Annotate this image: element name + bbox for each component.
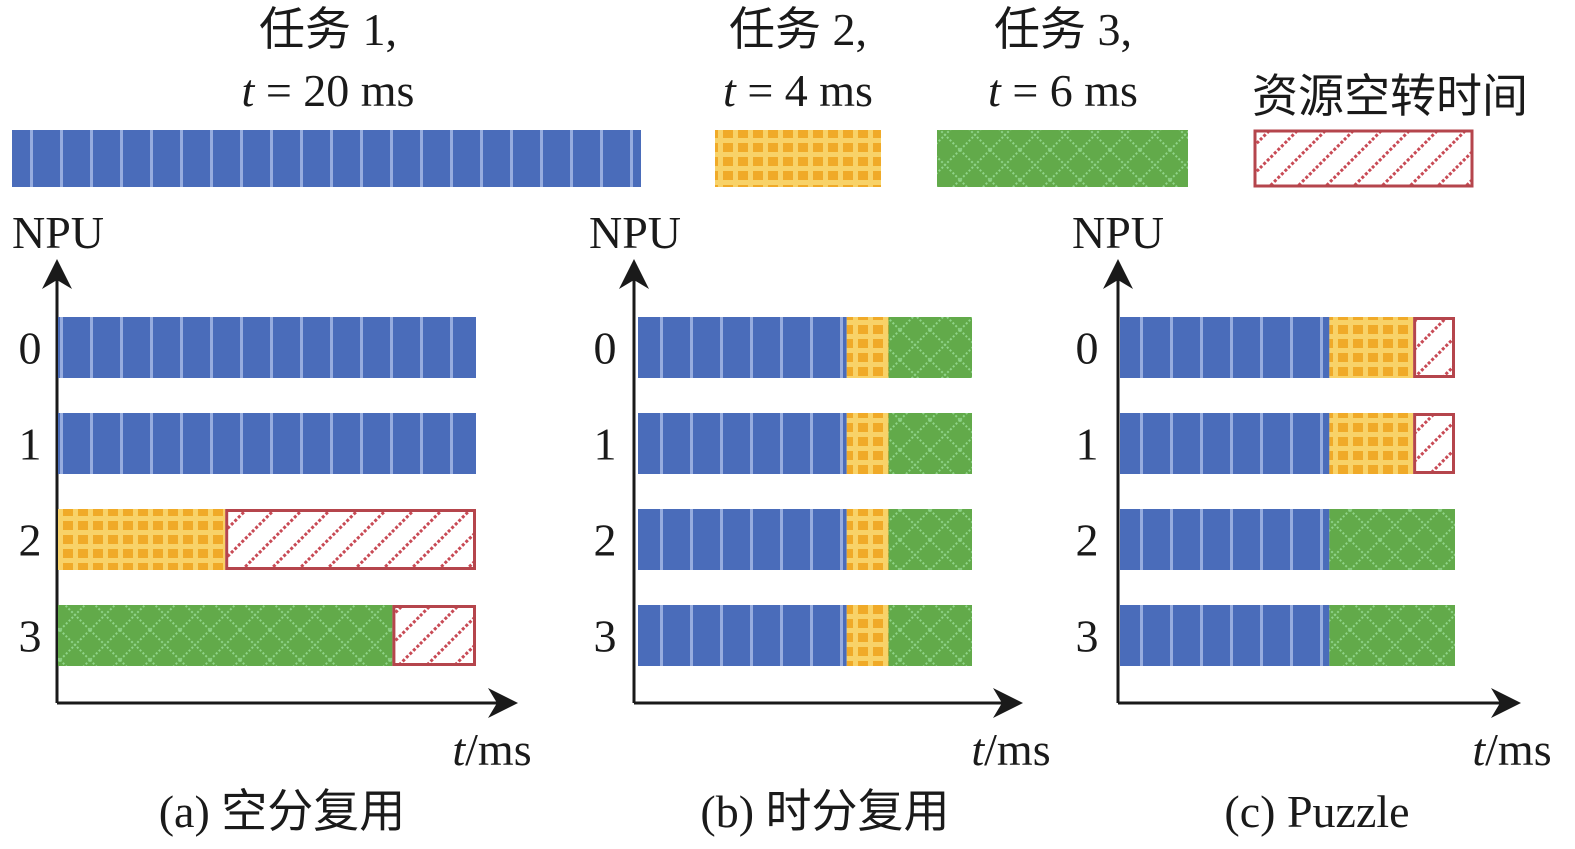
legend-task3-title: 任务 3, [994, 4, 1132, 55]
legend-swatch-task2 [715, 130, 881, 187]
legend-task2-duration: t = 4 ms [723, 65, 873, 116]
legend-task2-title: 任务 2, [729, 4, 867, 55]
bar-segment-task1 [1120, 317, 1330, 378]
bar-segment-task2 [846, 413, 889, 474]
y-tick-label: 3 [19, 611, 42, 662]
y-tick-label: 0 [594, 323, 617, 374]
y-axis-label: NPU [1072, 207, 1164, 258]
bar-segment-idle [1413, 413, 1455, 474]
panel-caption: (c) Puzzle [1224, 786, 1409, 837]
legend-idle-label: 资源空转时间 [1252, 71, 1528, 122]
panel-a: NPU t/ms 0 1 2 3 (a) 空分复用 [12, 207, 532, 837]
panel-caption: (a) 空分复用 [159, 786, 406, 837]
x-axis-label: t/ms [971, 724, 1050, 775]
bar-segment-task1 [638, 317, 847, 378]
bar-segment-idle [225, 509, 476, 570]
bar-segment-task1 [638, 605, 847, 666]
panel-c: NPU t/ms 0 1 2 3 (c) Puzzle [1072, 207, 1552, 837]
bar-segment-task1 [638, 413, 847, 474]
y-tick-label: 1 [594, 419, 617, 470]
bar-segment-task1 [58, 317, 476, 378]
bar-segment-task3 [58, 605, 393, 666]
legend-item-task1: 任务 1, t = 20 ms [12, 4, 641, 187]
bar-segment-task1 [58, 413, 476, 474]
legend-item-idle: 资源空转时间 [1252, 71, 1528, 188]
y-tick-label: 1 [1076, 419, 1099, 470]
bar-segment-task2 [846, 605, 889, 666]
y-tick-label: 0 [19, 323, 42, 374]
y-tick-label: 3 [594, 611, 617, 662]
bar-segment-task1 [638, 509, 847, 570]
bar-segment-task1 [1120, 509, 1330, 570]
bar-segment-task3 [1329, 509, 1455, 570]
legend-item-task2: 任务 2, t = 4 ms [715, 4, 881, 187]
bar-segment-task1 [1120, 605, 1330, 666]
legend-swatch-task1 [12, 130, 641, 187]
bar-segment-idle [1413, 317, 1455, 378]
legend-task1-duration: t = 20 ms [242, 65, 415, 116]
legend-item-task3: 任务 3, t = 6 ms [937, 4, 1188, 187]
panel-caption: (b) 时分复用 [700, 786, 949, 837]
y-tick-label: 3 [1076, 611, 1099, 662]
panel-b: NPU t/ms 0 1 2 3 (b) 时分复用 [589, 207, 1051, 837]
legend-swatch-task3 [937, 130, 1188, 187]
legend-task1-title: 任务 1, [259, 4, 397, 55]
x-axis-label: t/ms [452, 724, 531, 775]
bar-segment-task3 [888, 317, 972, 378]
y-axis-label: NPU [589, 207, 681, 258]
legend-swatch-idle [1253, 129, 1474, 188]
bar-segment-task3 [888, 509, 972, 570]
bar-segment-idle [392, 605, 476, 666]
y-tick-label: 2 [1076, 515, 1099, 566]
y-tick-label: 2 [594, 515, 617, 566]
bar-segment-task3 [888, 605, 972, 666]
legend-task3-duration: t = 6 ms [988, 65, 1138, 116]
bar-segment-task2 [1329, 317, 1414, 378]
y-tick-label: 2 [19, 515, 42, 566]
bar-segment-task2 [846, 509, 889, 570]
x-axis-label: t/ms [1472, 724, 1551, 775]
y-tick-label: 0 [1076, 323, 1099, 374]
y-tick-label: 1 [19, 419, 42, 470]
bar-segment-task2 [58, 509, 226, 570]
bar-segment-task2 [1329, 413, 1414, 474]
bar-segment-task3 [888, 413, 972, 474]
bar-segment-task3 [1329, 605, 1455, 666]
bar-segment-task1 [1120, 413, 1330, 474]
bar-segment-task2 [846, 317, 889, 378]
legend: 任务 1, t = 20 ms 任务 2, t = 4 ms 任务 3, t =… [12, 4, 1528, 188]
y-axis-label: NPU [12, 207, 104, 258]
